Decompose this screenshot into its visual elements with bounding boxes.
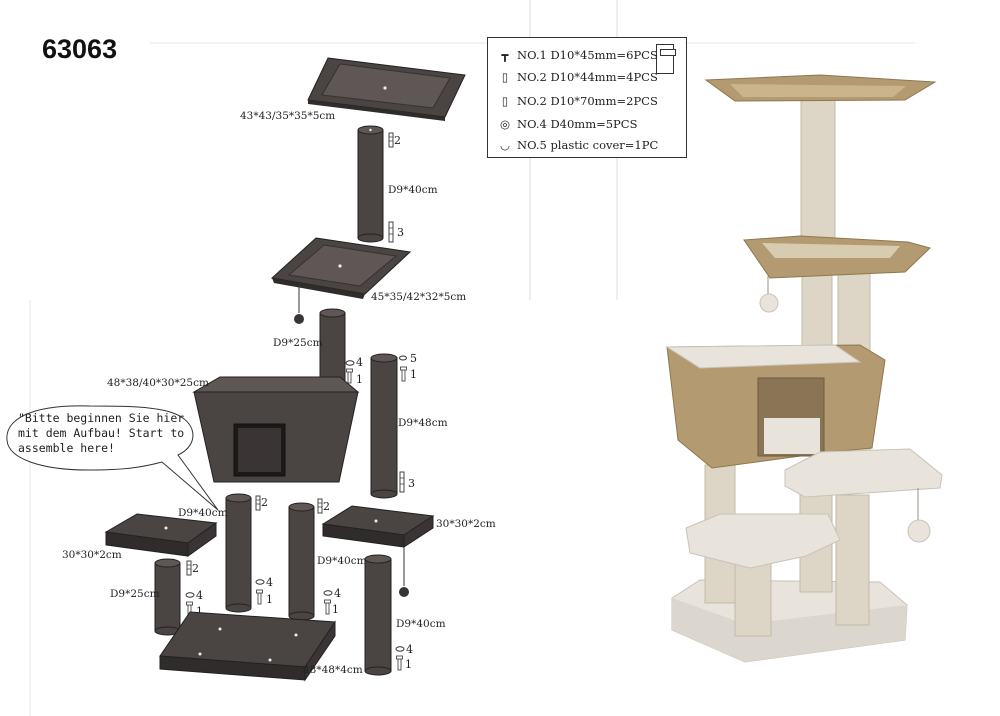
part-number: 1 — [410, 368, 417, 381]
part-number: 1 — [405, 658, 412, 671]
house-dimension: 48*38/40*30*25cm — [107, 377, 209, 389]
tall-post-dimension: D9*48cm — [398, 417, 448, 429]
right-post-dimension: D9*40cm — [396, 618, 446, 630]
dowel-icon: ▯ — [501, 70, 509, 84]
upper-post-dimension: D9*40cm — [388, 184, 438, 196]
part-number: 1 — [332, 603, 339, 616]
legend-row: ▯NO.2 D10*44mm=4PCS — [496, 70, 658, 84]
part-number: 4 — [356, 356, 363, 369]
screw-icon — [324, 599, 331, 615]
upper-post — [357, 125, 384, 243]
short-post-lower-dimension: D9*25cm — [110, 588, 160, 600]
part-number: 5 — [410, 352, 417, 365]
center-post-dimension: D9*40cm — [317, 555, 367, 567]
top-platform-dimension: 43*43/35*35*5cm — [240, 110, 335, 122]
screw-icon — [396, 655, 403, 671]
washer-icon — [395, 646, 405, 652]
cat-tree-photo — [665, 74, 943, 663]
speech-line: mit dem Aufbau! Start to — [18, 426, 185, 440]
part-number: 2 — [261, 496, 268, 509]
part-number: 4 — [406, 643, 413, 656]
left-shelf — [104, 513, 218, 557]
part-number: 2 — [192, 562, 199, 575]
dowel-icon — [186, 560, 192, 576]
part-number: 4 — [196, 589, 203, 602]
washer-icon: ◎ — [499, 117, 511, 131]
short-post-upper — [319, 308, 346, 387]
long-dowel-icon: ▯ — [501, 94, 509, 108]
model-number: 63063 — [42, 34, 118, 64]
center-post — [288, 502, 315, 621]
screw-icon: ┳ — [501, 48, 509, 62]
hardware-legend: ┳NO.1 D10*45mm=6PCS ▯NO.2 D10*44mm=4PCS … — [487, 37, 687, 158]
cap-icon: ◡ — [499, 138, 511, 152]
left-shelf-dimension: 30*30*2cm — [62, 549, 122, 561]
legend-row: ▯NO.2 D10*70mm=2PCS — [496, 94, 658, 108]
top-platform — [307, 57, 466, 121]
screw-icon — [400, 366, 407, 382]
tall-post — [370, 353, 398, 499]
washer-icon — [185, 592, 195, 598]
part-number: 4 — [266, 576, 273, 589]
washer-icon — [323, 590, 333, 596]
part-number: 1 — [356, 373, 363, 386]
washer-icon — [345, 360, 355, 366]
dowel-icon — [317, 498, 323, 514]
right-shelf — [321, 505, 435, 597]
speech-line: assemble here! — [18, 441, 115, 455]
legend-row: ◎NO.4 D40mm=5PCS — [496, 117, 638, 131]
short-post-upper-dimension: D9*25cm — [273, 337, 323, 349]
right-post — [364, 554, 392, 676]
screw-icon — [346, 368, 353, 384]
part-number: 1 — [266, 593, 273, 606]
part-number: 3 — [408, 477, 415, 490]
long-dowel-icon — [388, 221, 394, 243]
middle-basket-dimension: 45*35/42*32*5cm — [371, 291, 466, 303]
washer-icon — [255, 579, 265, 585]
part-number: 2 — [394, 134, 401, 147]
legend-row: ┳NO.1 D10*45mm=6PCS — [496, 48, 658, 62]
speech-bubble-text: "Bitte beginnen Sie hier mit dem Aufbau!… — [18, 411, 188, 456]
short-post-lower — [154, 558, 181, 636]
part-number: 1 — [196, 605, 203, 618]
part-number: 4 — [334, 587, 341, 600]
house-cube — [192, 376, 360, 483]
dowel-icon — [255, 495, 261, 511]
cap-icon — [399, 355, 407, 361]
part-number: 2 — [323, 500, 330, 513]
legend-row: ◡NO.5 plastic cover=1PC — [496, 138, 658, 152]
speech-bubble — [6, 405, 219, 511]
left-mid-post — [225, 493, 252, 613]
left-mid-post-dimension: D9*40cm — [178, 507, 228, 519]
right-shelf-dimension: 30*30*2cm — [436, 518, 496, 530]
long-dowel-icon — [399, 471, 405, 493]
middle-basket — [270, 237, 412, 324]
speech-line: "Bitte beginnen Sie hier — [18, 411, 185, 425]
allen-key-icon — [656, 44, 676, 74]
screw-icon — [256, 589, 263, 605]
base-board — [159, 611, 336, 682]
part-number: 3 — [397, 226, 404, 239]
dowel-icon — [388, 132, 394, 148]
base-dimension: 48*48*4cm — [303, 664, 363, 676]
